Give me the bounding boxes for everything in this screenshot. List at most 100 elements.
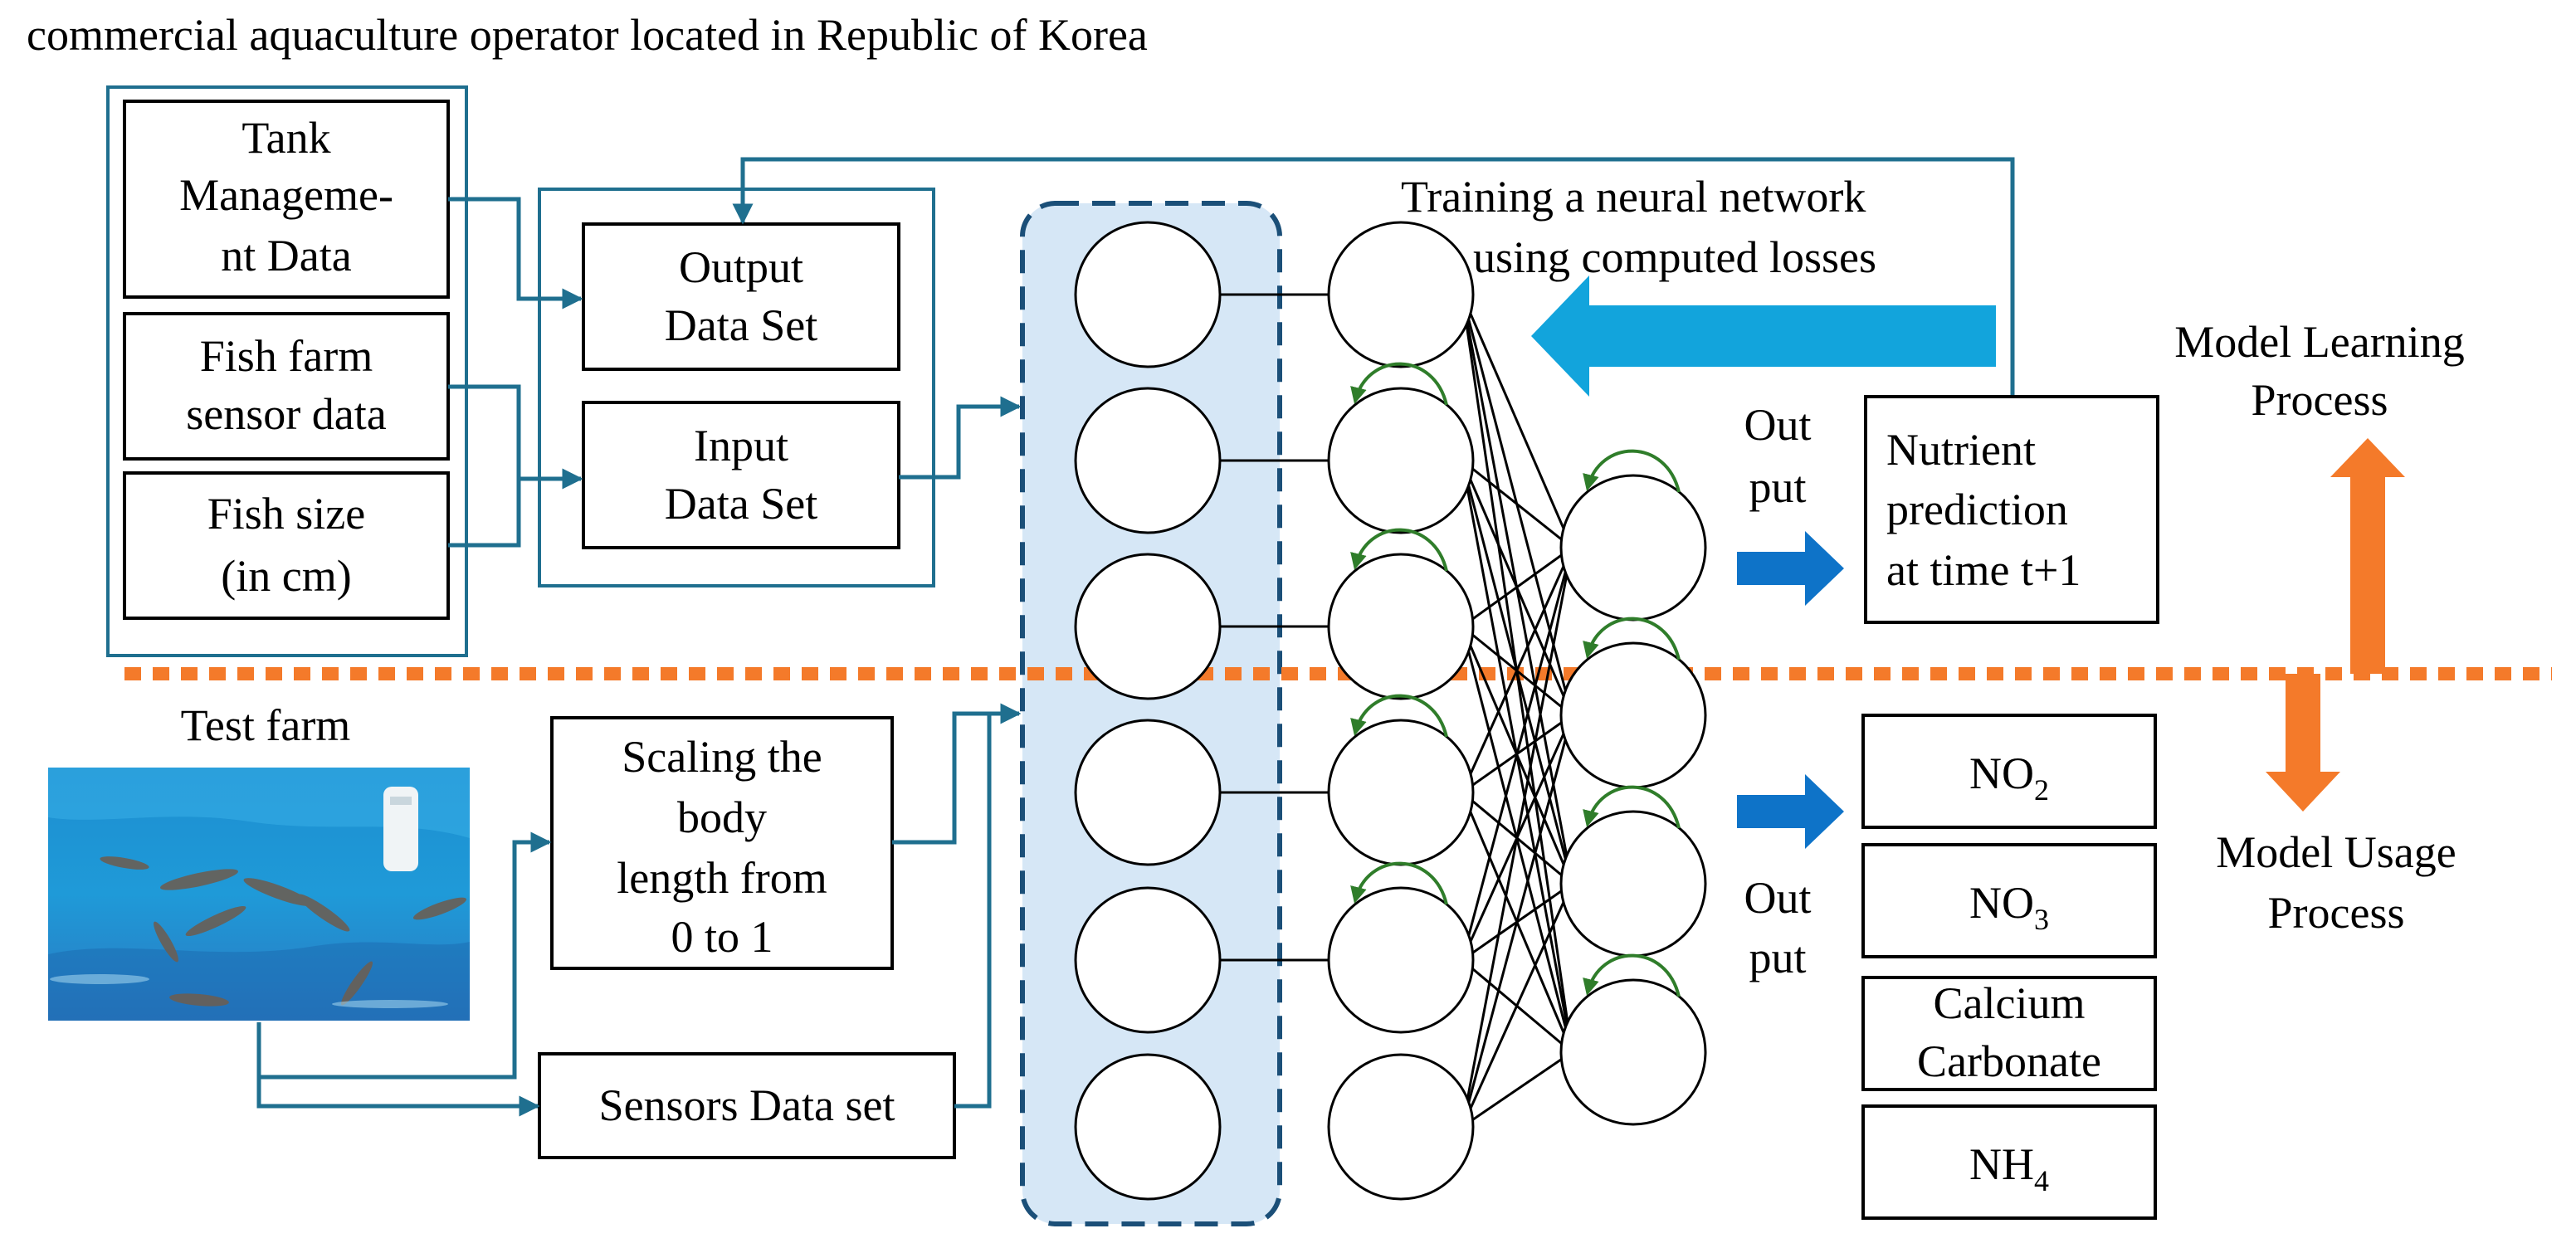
model-learning-arrow xyxy=(2330,438,2405,674)
training-note: Training a neural network using computed… xyxy=(1401,172,1876,282)
fish-farm-sensor-box: Fish farm sensor data xyxy=(123,312,450,461)
svg-text:Nutrient: Nutrient xyxy=(1886,425,2036,475)
svg-text:Input: Input xyxy=(694,421,788,470)
svg-text:prediction: prediction xyxy=(1886,485,2068,534)
test-farm-photo xyxy=(48,768,470,1021)
svg-text:Model Usage: Model Usage xyxy=(2216,827,2456,877)
output-no3-box: NO3 xyxy=(1861,843,2157,958)
output-label-top: Out put xyxy=(1744,400,1812,512)
recurrent-loop xyxy=(1583,617,1681,661)
input-dataset-box: Input Data Set xyxy=(582,401,900,549)
hidden-neuron xyxy=(1327,553,1475,700)
sensors-dataset-box: Sensors Data set xyxy=(538,1052,956,1159)
model-usage-label: Model Usage Process xyxy=(2216,827,2456,938)
input-neuron xyxy=(1074,553,1222,700)
output-no2-box: NO2 xyxy=(1861,714,2157,829)
svg-text:Model Learning: Model Learning xyxy=(2174,317,2464,367)
output-dataset-box: Output Data Set xyxy=(582,222,900,371)
input-sources-group xyxy=(106,85,468,657)
training-direction-arrow xyxy=(1531,275,1996,397)
svg-text:Process: Process xyxy=(2268,888,2405,938)
input-neuron xyxy=(1074,886,1222,1034)
svg-text:NO2: NO2 xyxy=(1969,748,2049,807)
test-farm-label: Test farm xyxy=(181,700,351,750)
hidden-hidden-link xyxy=(1461,547,1573,961)
hidden-neuron xyxy=(1327,1053,1475,1201)
hidden-hidden-link xyxy=(1461,714,1573,1128)
svg-text:Carbonate: Carbonate xyxy=(1917,1036,2101,1086)
svg-text:Manageme-: Manageme- xyxy=(179,170,393,220)
svg-text:0 to 1: 0 to 1 xyxy=(671,912,773,962)
svg-text:length from: length from xyxy=(617,853,827,903)
svg-text:Process: Process xyxy=(2252,375,2388,425)
svg-text:Out: Out xyxy=(1744,873,1812,923)
tank-management-box: Tank Manageme- nt Data xyxy=(123,100,450,299)
recurrent-neuron xyxy=(1559,641,1707,789)
svg-text:NO3: NO3 xyxy=(1969,878,2049,936)
model-usage-arrow xyxy=(2266,674,2340,812)
hidden-neuron xyxy=(1327,387,1475,534)
svg-text:body: body xyxy=(677,792,767,842)
nutrient-prediction-box: Nutrient prediction at time t+1 xyxy=(1864,395,2159,624)
svg-text:Calcium: Calcium xyxy=(1934,978,2086,1028)
input-neuron xyxy=(1074,719,1222,866)
recurrent-arrows xyxy=(1350,362,1681,997)
hidden-hidden-link xyxy=(1461,459,1573,549)
svg-text:Fish size: Fish size xyxy=(207,489,366,539)
svg-text:Scaling the: Scaling the xyxy=(622,732,822,782)
svg-text:NH4: NH4 xyxy=(1969,1139,2049,1197)
svg-text:(in cm): (in cm) xyxy=(221,551,351,601)
scaling-box: Scaling the body length from 0 to 1 xyxy=(550,716,894,970)
hidden-neuron xyxy=(1327,719,1475,866)
hidden-hidden-link xyxy=(1461,547,1573,793)
input-neuron xyxy=(1074,387,1222,534)
recurrent-loop xyxy=(1583,449,1681,493)
recurrent-loop xyxy=(1350,528,1448,572)
output-calcium-carbonate-box: Calcium Carbonate xyxy=(1861,976,2157,1091)
hidden-hidden-link xyxy=(1461,547,1573,1128)
hidden-hidden-link xyxy=(1461,1051,1573,1129)
recurrent-loop xyxy=(1350,861,1448,905)
svg-text:Out: Out xyxy=(1744,400,1812,450)
svg-text:sensor data: sensor data xyxy=(186,389,386,439)
recurrent-loop xyxy=(1583,953,1681,997)
svg-text:Tank: Tank xyxy=(242,113,330,163)
fish-size-box: Fish size (in cm) xyxy=(123,471,450,620)
recurrent-neuron xyxy=(1559,810,1707,958)
output-arrow-top xyxy=(1737,531,1844,606)
network-connections xyxy=(1220,293,1573,1129)
input-neuron xyxy=(1074,221,1222,368)
input-neuron xyxy=(1074,1053,1222,1201)
svg-text:Sensors Data set: Sensors Data set xyxy=(599,1080,895,1130)
svg-text:Data Set: Data Set xyxy=(665,479,817,529)
training-feedback-arrow xyxy=(732,157,2015,397)
hidden-hidden-link xyxy=(1461,883,1573,1128)
output-label-bottom: Out put xyxy=(1744,873,1812,982)
hidden-neuron xyxy=(1327,221,1475,368)
svg-text:put: put xyxy=(1749,462,1806,512)
diagram-caption: commercial aquaculture operator located … xyxy=(27,10,1148,60)
svg-text:Data Set: Data Set xyxy=(665,300,817,350)
recurrent-neuron xyxy=(1559,474,1707,622)
dataset-to-network-arrow xyxy=(899,396,1022,480)
recurrent-loop xyxy=(1350,362,1448,406)
test-farm-connectors xyxy=(256,703,1022,1117)
hidden-hidden-link xyxy=(1461,294,1573,548)
svg-text:Training a neural network: Training a neural network xyxy=(1401,172,1866,222)
hidden-neuron xyxy=(1327,886,1475,1034)
recurrent-loop xyxy=(1583,785,1681,829)
svg-text:at time t+1: at time t+1 xyxy=(1886,545,2081,595)
svg-text:nt Data: nt Data xyxy=(221,231,351,280)
network-neurons xyxy=(1074,221,1707,1201)
recurrent-loop xyxy=(1350,694,1448,738)
input-connectors xyxy=(448,197,583,548)
svg-text:Fish farm: Fish farm xyxy=(200,331,373,381)
svg-text:using computed losses: using computed losses xyxy=(1473,232,1876,282)
model-learning-label: Model Learning Process xyxy=(2174,317,2464,425)
svg-text:Output: Output xyxy=(679,242,803,292)
output-nh4-box: NH4 xyxy=(1861,1104,2157,1220)
svg-text:put: put xyxy=(1749,933,1806,982)
dataset-group xyxy=(538,188,935,587)
recurrent-neuron xyxy=(1559,978,1707,1126)
